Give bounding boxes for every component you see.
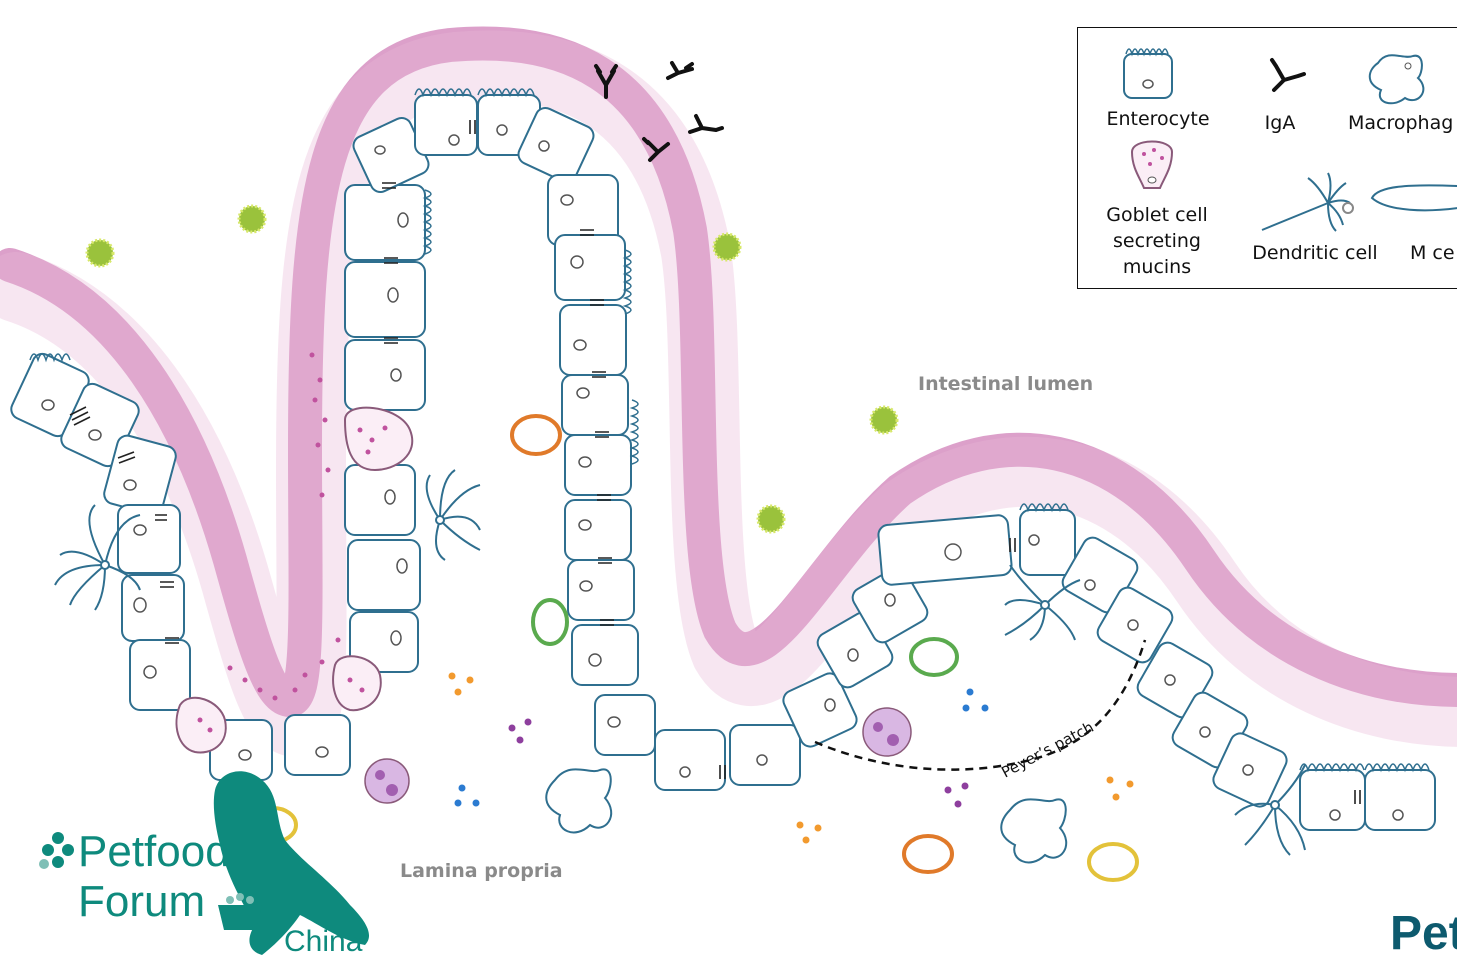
legend-mcell-label: M ce — [1410, 240, 1457, 266]
bacterium-icon — [87, 240, 113, 266]
legend-box: Enterocyte IgA Macrophag Goblet cell sec… — [1077, 27, 1457, 289]
goblet-cell-icon — [1126, 138, 1178, 196]
corner-logo: Pet — [1390, 908, 1457, 960]
enterocyte-cell — [118, 505, 180, 573]
legend-macrophage-label: Macrophag — [1348, 110, 1457, 136]
enterocyte-cell — [565, 435, 631, 495]
lymphocyte-icon — [533, 600, 567, 644]
enterocyte-cell — [595, 695, 655, 755]
paw-icon — [39, 832, 74, 869]
goblet-cell — [333, 656, 381, 710]
lymphocyte-icon — [1089, 844, 1137, 880]
enterocyte-cell — [655, 730, 725, 790]
enterocyte-cell — [345, 185, 425, 260]
peyers-patch-label: Peyer’s patch — [998, 718, 1096, 782]
bacterium-icon — [758, 506, 784, 532]
goblet-cell — [345, 408, 412, 470]
logo-petfood: Petfood — [78, 828, 230, 876]
intestinal-lumen-label: Intestinal lumen — [918, 373, 1093, 395]
goblet-cell — [176, 698, 225, 753]
logo-china: China — [284, 925, 362, 959]
logo-forum: Forum — [78, 878, 205, 926]
iga-icon — [690, 116, 722, 132]
legend-enterocyte-label: Enterocyte — [1098, 106, 1218, 132]
enterocyte-cell — [560, 305, 626, 375]
enterocyte-cell — [348, 540, 420, 610]
legend-iga-label: IgA — [1248, 110, 1312, 136]
lymphocyte-icon — [904, 836, 952, 872]
enterocyte-cell — [1365, 770, 1435, 830]
enterocyte-cell — [285, 715, 350, 775]
enterocyte-cell — [568, 560, 634, 620]
enterocyte-cell — [345, 340, 425, 410]
legend-dendritic-label: Dendritic cell — [1250, 240, 1380, 266]
enterocyte-cell — [130, 640, 190, 710]
macrophage-icon — [1363, 48, 1433, 108]
macrophages — [546, 769, 1066, 862]
bacterium-icon — [714, 234, 740, 260]
m-cell-icon — [1368, 178, 1457, 218]
bacterium-icon — [871, 407, 897, 433]
enterocyte-cell — [345, 465, 415, 535]
iga-icon — [1266, 56, 1306, 96]
enterocyte-cell — [565, 500, 631, 560]
legend-goblet-line1: Goblet cell — [1092, 202, 1222, 228]
enterocyte-cell — [572, 625, 638, 685]
lymphocyte-icon — [512, 416, 560, 454]
granulocyte — [365, 759, 409, 803]
macrophage-icon — [546, 769, 611, 832]
dendritic-cell-icon — [1258, 168, 1358, 236]
lymphocyte-icon — [911, 639, 957, 675]
enterocyte-cell — [122, 575, 184, 641]
enterocyte-icon — [1118, 40, 1178, 102]
macrophage-icon — [1001, 799, 1066, 862]
lamina-propria-label: Lamina propria — [400, 860, 563, 882]
bacterium-icon — [239, 206, 265, 232]
legend-goblet-line2: secreting — [1092, 228, 1222, 254]
legend-goblet-line3: mucins — [1092, 254, 1222, 280]
enterocyte-cell — [562, 375, 628, 435]
enterocyte-cell — [730, 725, 800, 785]
iga-icon — [668, 63, 692, 78]
enterocyte-cell — [415, 95, 477, 155]
enterocyte-cell — [345, 262, 425, 337]
granulocyte — [863, 708, 911, 756]
enterocyte-cell — [555, 235, 625, 300]
dendritic-cell — [427, 470, 480, 560]
enterocyte-cell — [1020, 510, 1075, 575]
